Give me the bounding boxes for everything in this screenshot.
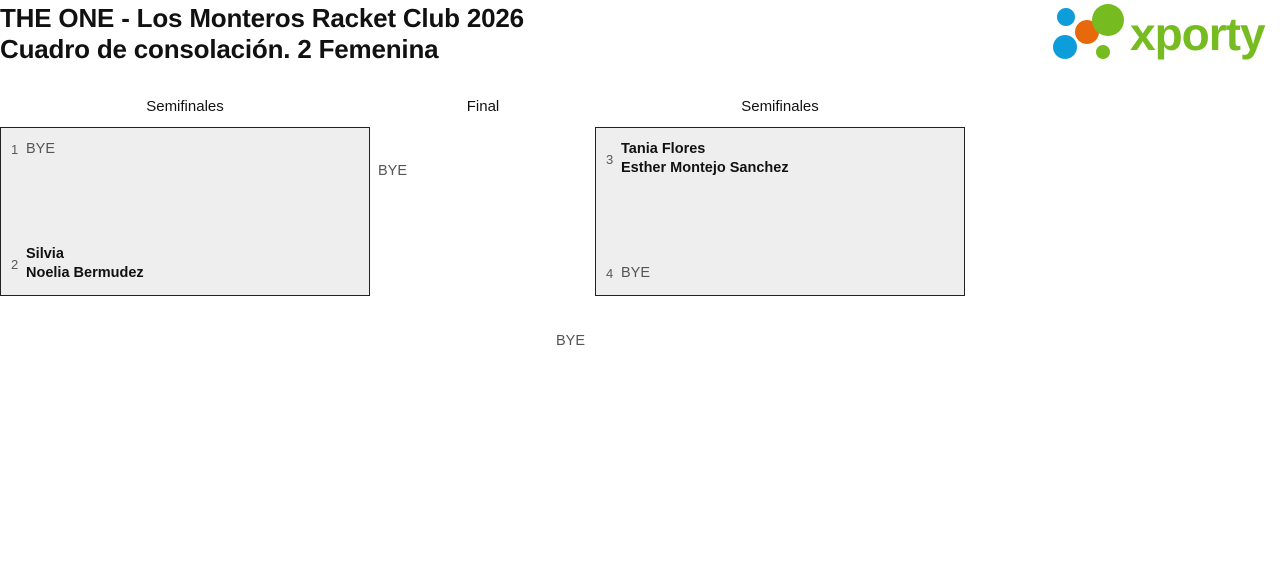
tournament-subtitle-line-2: Cuadro de consolación. 2 Femenina [0, 34, 439, 64]
team-player-name: Tania Flores [621, 141, 706, 157]
xporty-logo[interactable]: xporty [1046, 3, 1278, 65]
team-seed-number: 4 [606, 266, 614, 281]
team-player-name: Silvia [26, 246, 64, 262]
team-player-list: Tania Flores Esther Montejo Sanchez [621, 140, 789, 178]
match-box-semifinal-left[interactable]: 1 BYE 2 Silvia Noelia Bermudez [0, 127, 370, 296]
round-header-semifinales-right: Semifinales [741, 98, 819, 115]
tournament-header: THE ONE - Los Monteros Racket Club 2026 … [0, 0, 1040, 65]
logo-dot-blue-top [1057, 8, 1075, 26]
match-team-row-seed-3[interactable]: 3 Tania Flores Esther Montejo Sanchez [606, 140, 789, 178]
team-player-list: BYE [621, 264, 650, 283]
team-seed-number: 1 [11, 142, 19, 157]
team-seed-number: 3 [606, 151, 614, 167]
logo-dot-green-small [1096, 45, 1110, 59]
round-header-semifinales-left: Semifinales [146, 98, 224, 115]
match-team-row-seed-1[interactable]: 1 BYE [11, 140, 55, 159]
match-box-semifinal-right[interactable]: 3 Tania Flores Esther Montejo Sanchez 4 … [595, 127, 965, 296]
team-player-list: BYE [26, 140, 55, 159]
match-team-row-seed-4[interactable]: 4 BYE [606, 264, 650, 283]
team-player-list: Silvia Noelia Bermudez [26, 245, 144, 283]
round-header-final: Final [466, 98, 500, 115]
team-player-name: BYE [621, 265, 651, 281]
logo-dot-blue-bottom [1053, 35, 1077, 59]
xporty-logo-graphic: xporty [1053, 4, 1267, 60]
logo-dot-orange [1075, 20, 1099, 44]
final-winner-label: BYE [556, 333, 586, 349]
team-player-name: Noelia Bermudez [26, 265, 144, 281]
logo-dot-green-large [1092, 4, 1124, 36]
team-seed-number: 2 [11, 256, 19, 272]
team-player-name: BYE [26, 141, 56, 157]
team-player-name: Esther Montejo Sanchez [621, 160, 789, 176]
semifinal-left-winner-label: BYE [378, 163, 408, 179]
match-team-row-seed-2[interactable]: 2 Silvia Noelia Bermudez [11, 245, 144, 283]
tournament-title-line-1: THE ONE - Los Monteros Racket Club 2026 [0, 3, 524, 33]
logo-wordmark: xporty [1130, 8, 1266, 60]
